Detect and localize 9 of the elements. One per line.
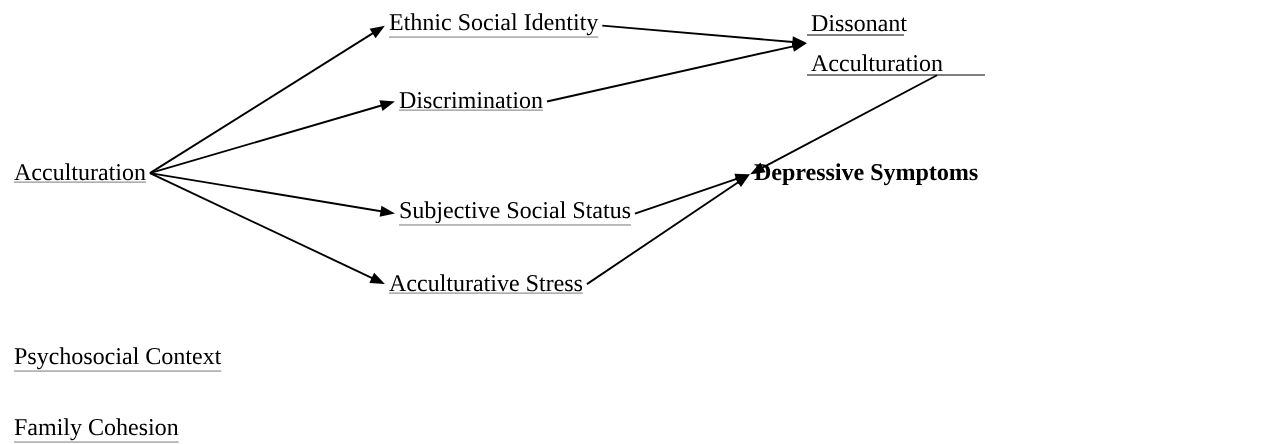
label: Psychosocial Context	[13, 347, 222, 372]
node-label: Subjective Social Status	[398, 201, 632, 226]
node-label: Acculturation	[13, 163, 147, 183]
label: Family Cohesion	[13, 418, 179, 443]
node-label: Discrimination	[398, 92, 544, 111]
node-label: Ethnic Social Identity	[388, 13, 599, 38]
node-label: Acculturative Stress	[388, 274, 584, 294]
node-label: Depressive Symptoms	[754, 163, 978, 186]
node-label: Dissonant Acculturation	[806, 15, 986, 76]
